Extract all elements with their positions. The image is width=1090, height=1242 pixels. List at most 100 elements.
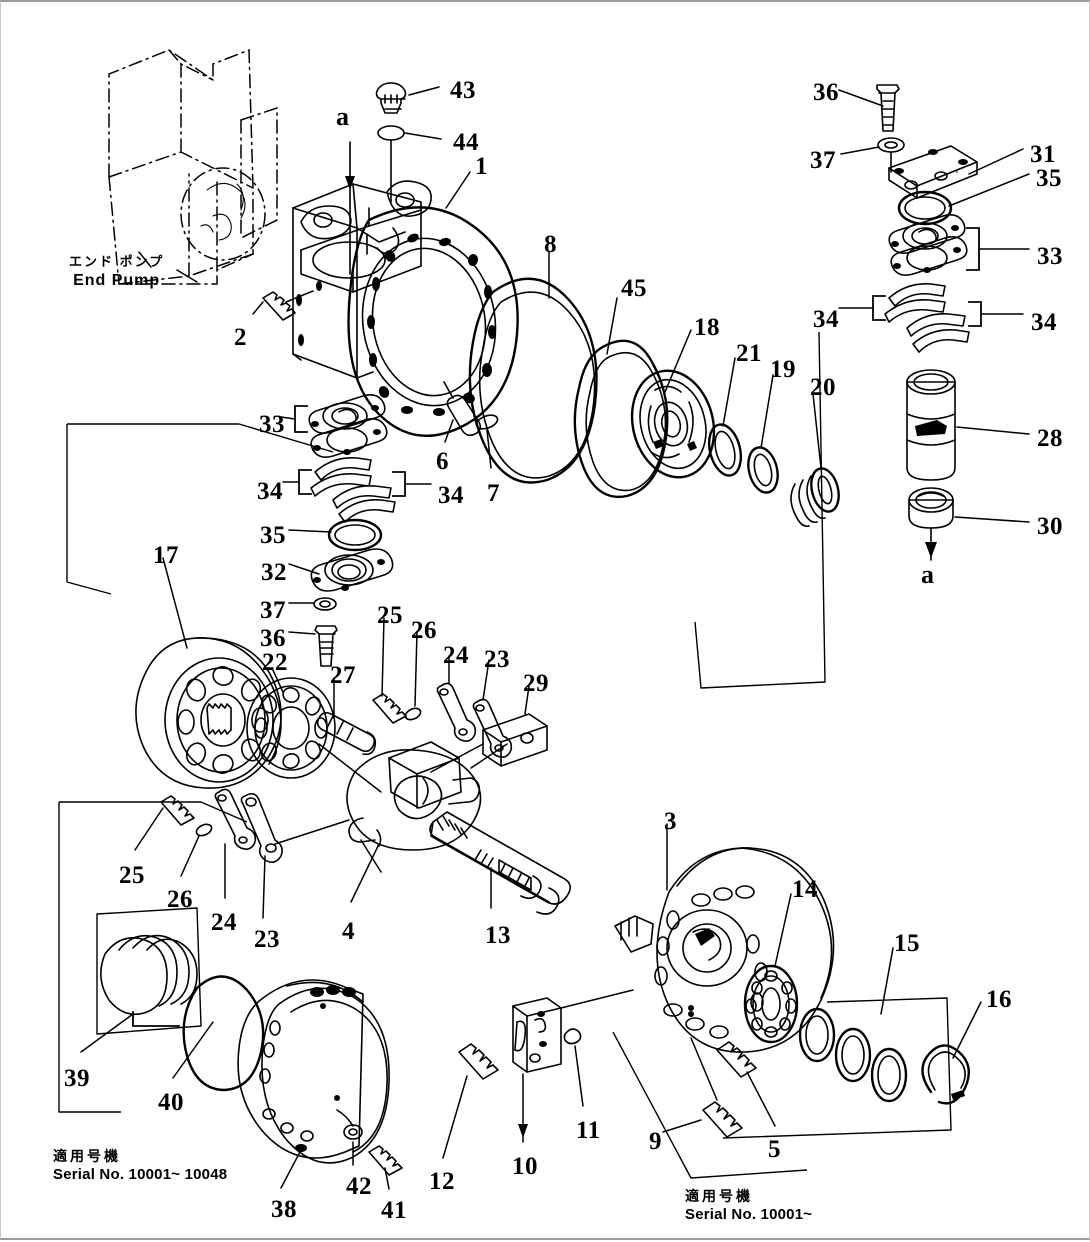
callout-27-pin: 27	[330, 662, 356, 689]
callout-45-gasket: 45	[621, 275, 647, 302]
part-20-spring	[790, 393, 840, 528]
mid-left-seal-group	[280, 394, 432, 667]
part-30-bushing	[908, 487, 1030, 529]
callout-33-seal-holder: 33	[259, 411, 285, 438]
callout-10-valve-plate-block: 10	[512, 1153, 538, 1180]
callout-29-plate: 29	[523, 670, 549, 697]
part-36-bolt	[838, 84, 900, 132]
part-15-shims	[798, 947, 908, 1103]
callout-24-link-rod: 24	[211, 909, 237, 936]
callout-41-bolt: 41	[381, 1197, 407, 1224]
callout-44-o-ring: 44	[453, 129, 479, 156]
group-boundary-boxes	[58, 331, 952, 1179]
callout-14-bearing: 14	[792, 876, 818, 903]
end-pump-label: エンド ポンプ End Pump	[69, 254, 164, 292]
callout-35-o-ring: 35	[1036, 165, 1062, 192]
callout-24-link-rod: 24	[443, 642, 469, 669]
part-8-gasket	[468, 251, 598, 484]
part-27-pin	[316, 677, 377, 756]
part-41-bolt	[368, 1145, 403, 1190]
callout-22-retainer-plate: 22	[262, 649, 288, 676]
callout-43-plug: 43	[450, 77, 476, 104]
callout-13-drive-shaft: 13	[485, 922, 511, 949]
callout-3-end-cover: 3	[664, 808, 677, 835]
callout-16-snap-ring: 16	[986, 986, 1012, 1013]
callout-25-bolt: 25	[119, 862, 145, 889]
end-pump-phantom-body	[108, 48, 278, 285]
callout-5-bolt: 5	[768, 1136, 781, 1163]
serial-note-right-jp: 適用号機	[685, 1188, 753, 1204]
part-4-swash-plate	[346, 171, 958, 903]
callout-40-o-ring: 40	[158, 1089, 184, 1116]
serial-note-left-jp: 適用号機	[53, 1148, 121, 1164]
callout-15-shim-set: 15	[894, 930, 920, 957]
part-43-plug	[375, 82, 440, 114]
part-31-cover-plate	[888, 145, 1024, 199]
part-10-valve-block	[512, 989, 634, 1143]
callout-21-washer: 21	[736, 340, 762, 367]
callout-34-seal-ring-set: 34	[813, 306, 839, 333]
part-13-drive-shaft	[429, 811, 571, 915]
part-12-bolt	[442, 1043, 499, 1159]
part-37-washer	[840, 137, 905, 173]
part-28-sleeve	[906, 369, 1030, 481]
part-7-o-ring	[475, 414, 499, 469]
part-35-o-ring	[897, 173, 1030, 226]
callout-23-link-rod: 23	[254, 926, 280, 953]
callout-11-pin: 11	[576, 1117, 601, 1144]
callout-7-o-ring: 7	[487, 480, 500, 507]
serial-note-left: 適用号機 Serial No. 10001~ 10048	[53, 1148, 227, 1184]
callout-20-spring: 20	[810, 374, 836, 401]
part-40-o-ring	[172, 975, 265, 1092]
part-18-valve-plate	[630, 329, 716, 479]
part-34-seal-rings	[838, 282, 1024, 353]
callout-33-seal-holder: 33	[1037, 243, 1063, 270]
callout-26-washer: 26	[411, 617, 437, 644]
callout-17-cylinder-block-assembly: 17	[153, 542, 179, 569]
part-14-bearing	[743, 893, 799, 1044]
callout-34-seal-ring-set: 34	[438, 482, 464, 509]
serial-note-right-en: Serial No. 10001~	[685, 1205, 813, 1223]
part-25-bolt	[372, 617, 407, 724]
serial-note-left-en: Serial No. 10001~ 10048	[53, 1165, 228, 1183]
lower-left-link-cluster	[134, 788, 382, 919]
callout-1-pump-housing: 1	[475, 153, 488, 180]
callout-28-sleeve: 28	[1037, 425, 1063, 452]
part-5-bolt	[716, 1041, 776, 1127]
callout-39-seal-ring-set: 39	[64, 1065, 90, 1092]
part-2-bolt	[252, 290, 314, 321]
callout-32-flange: 32	[261, 559, 287, 586]
callout-42-washer: 42	[346, 1173, 372, 1200]
part-6-pin	[443, 381, 482, 443]
part-9-bolt	[662, 1037, 743, 1138]
part-24-link	[436, 655, 477, 742]
callout-34-seal-ring-set: 34	[1031, 309, 1057, 336]
part-3-end-cover	[614, 823, 835, 1053]
part-1-pump-housing	[252, 141, 519, 437]
callout-36-bolt: 36	[260, 625, 286, 652]
section-mark-a-top: a	[336, 102, 349, 131]
callout-23-link-rod: 23	[484, 646, 510, 673]
part-22-retainer-plate	[246, 667, 382, 793]
callout-9-bolt: 9	[649, 1128, 662, 1155]
part-23-link-lower	[240, 792, 350, 919]
callout-30-bushing: 30	[1037, 513, 1063, 540]
serial-note-right: 適用号機 Serial No. 10001~	[685, 1188, 812, 1224]
end-pump-label-en: End Pump	[73, 271, 161, 289]
callout-18-valve-plate: 18	[694, 314, 720, 341]
callout-34-seal-ring-set: 34	[257, 478, 283, 505]
part-38-rear-cover	[237, 979, 390, 1189]
part-39-seal-rings	[80, 934, 198, 1053]
callout-38-rear-cover: 38	[271, 1196, 297, 1223]
part-24-link-lower	[214, 788, 257, 899]
part-21-washer	[707, 357, 743, 477]
end-pump-label-jp: エンド ポンプ	[69, 254, 165, 269]
callout-37-washer: 37	[810, 147, 836, 174]
part-19-washer	[747, 374, 779, 494]
callout-36-bolt: 36	[813, 79, 839, 106]
part-29-plate	[430, 685, 548, 773]
part-26-washer-lower	[180, 823, 213, 877]
callout-25-bolt: 25	[377, 602, 403, 629]
section-mark-a-bottom: a	[921, 560, 934, 589]
